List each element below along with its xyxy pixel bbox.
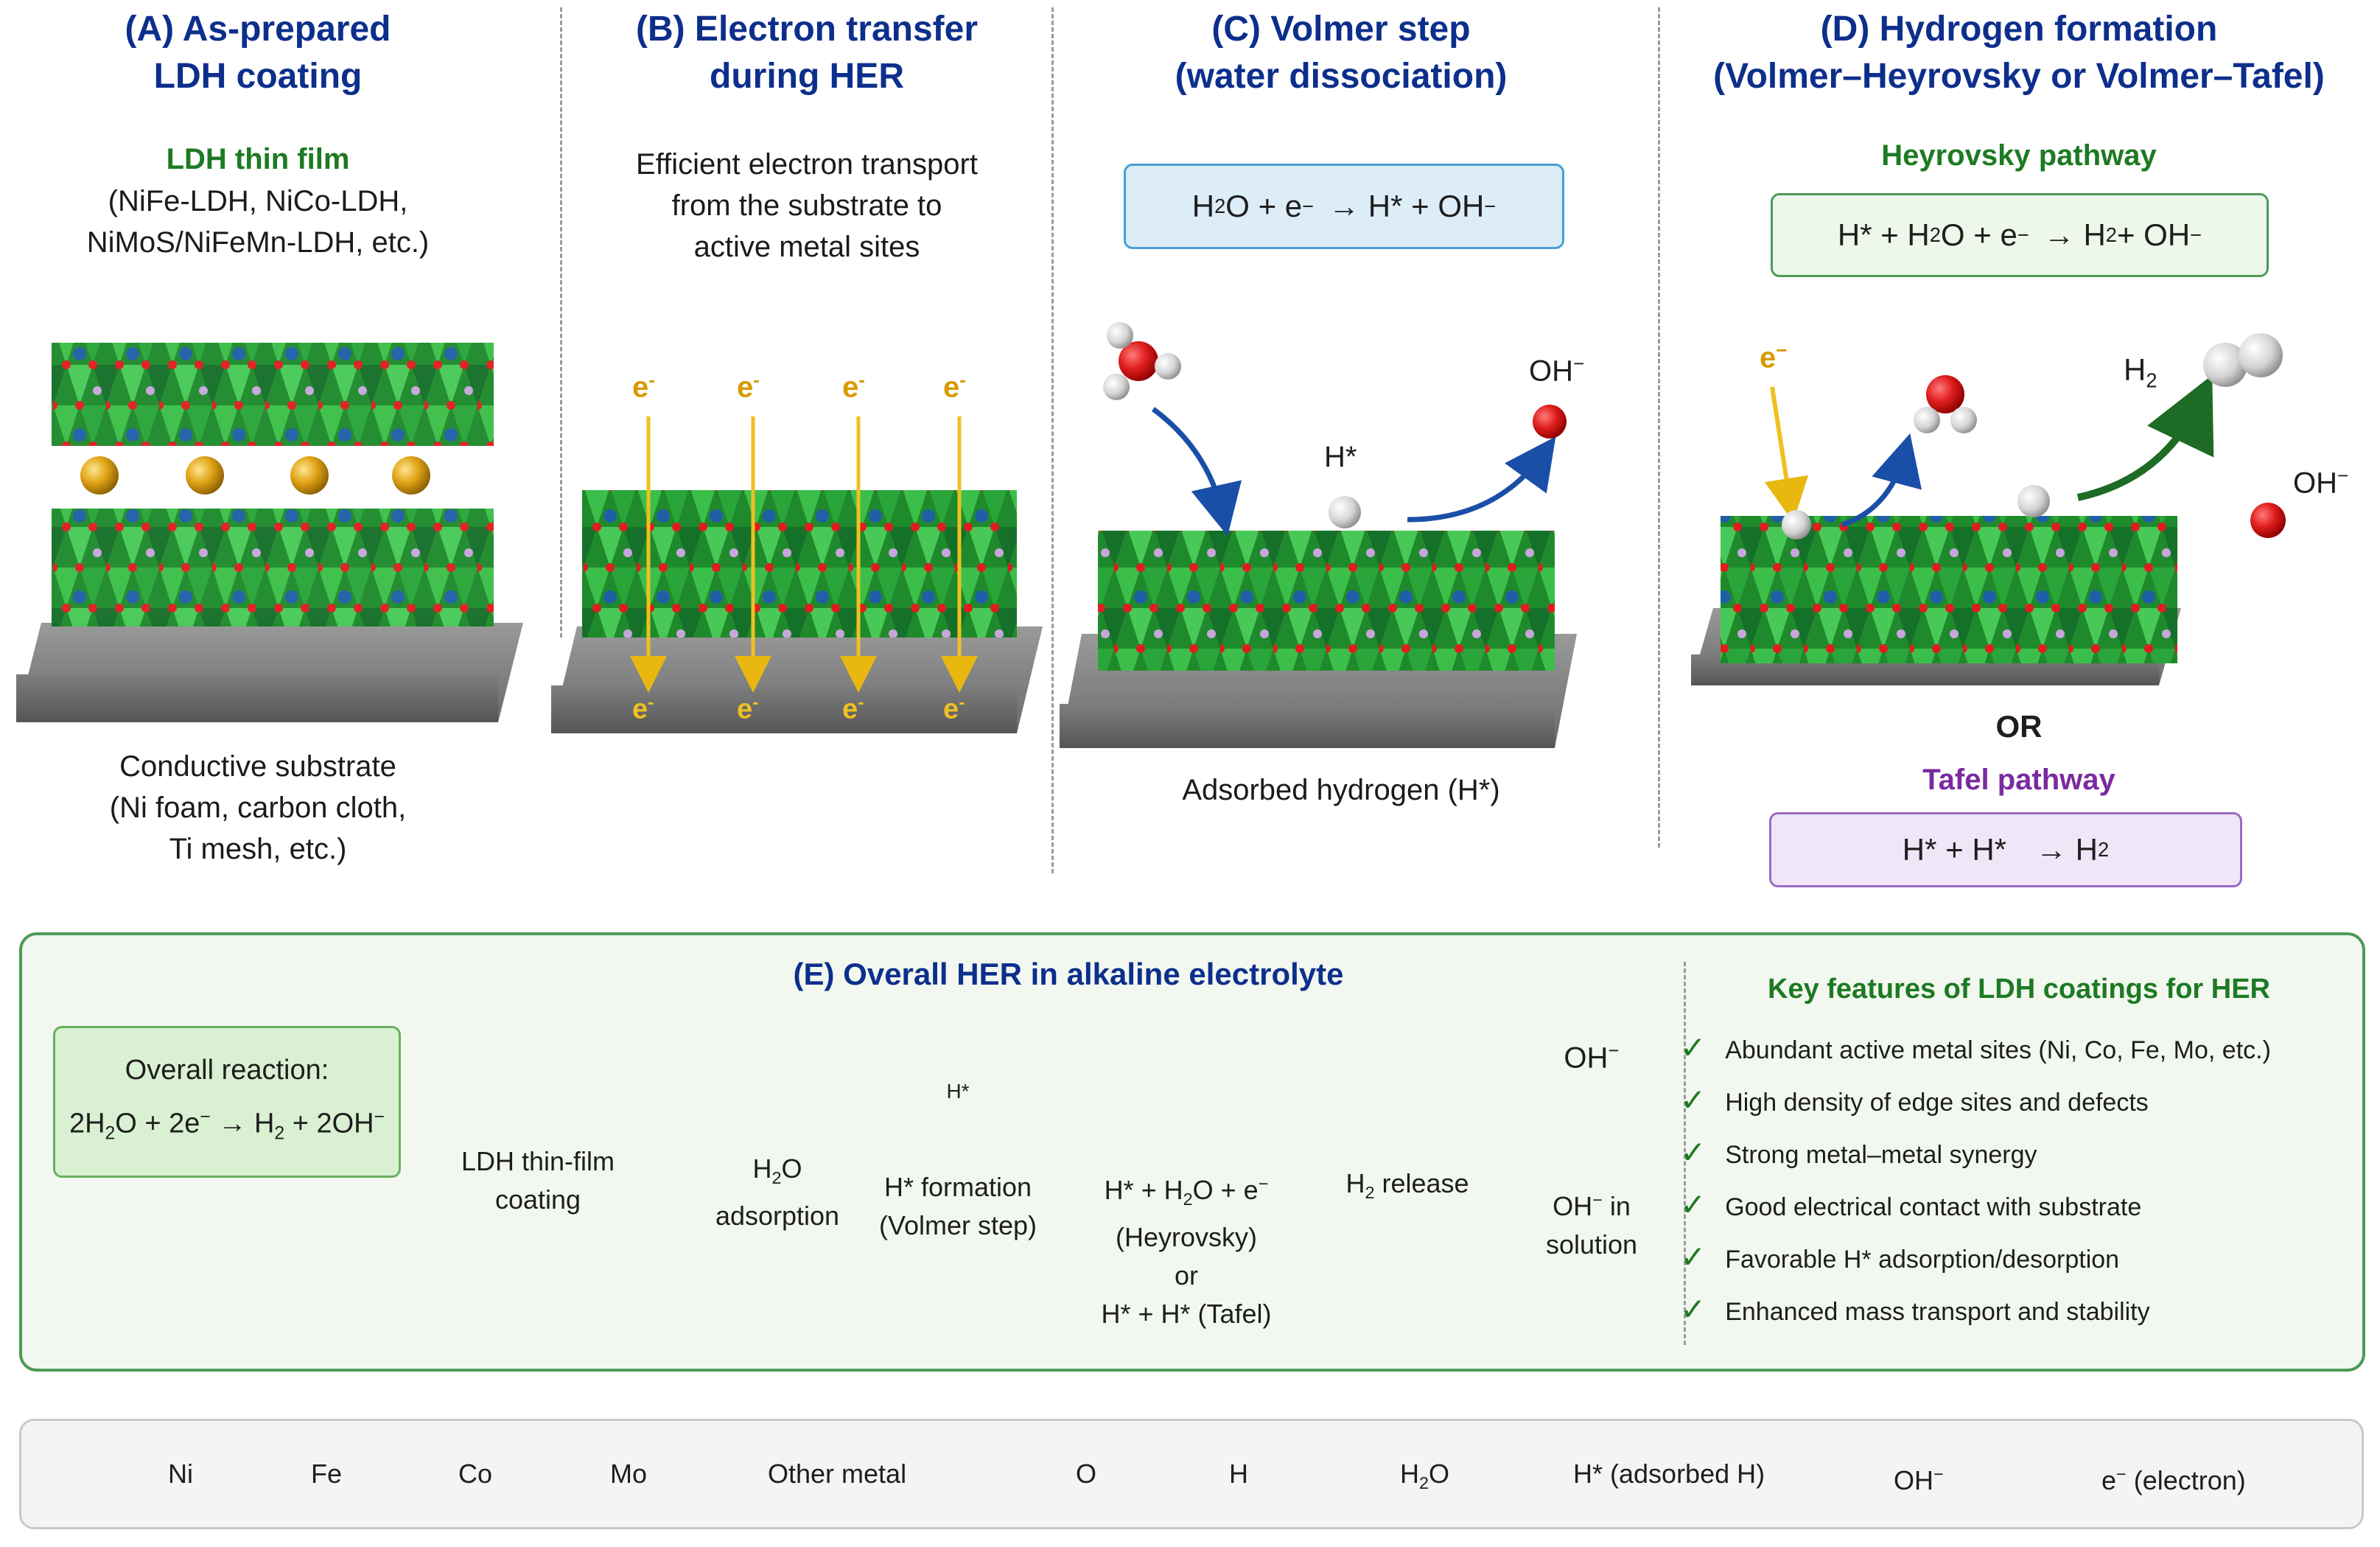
h-star-label-c: H* — [1324, 441, 1357, 473]
feature-item: ✓Strong metal–metal synergy — [1680, 1135, 2037, 1170]
hydroxide-ion-d — [2250, 503, 2286, 538]
electron-arrow-d — [1764, 386, 1809, 523]
ldh-film-label: LDH thin film — [166, 143, 350, 175]
panel-c-title: (C) Volmer step(water dissociation) — [1175, 10, 1508, 96]
panel-b-ldh-structure — [551, 416, 1043, 733]
check-icon: ✓ — [1680, 1030, 1707, 1065]
interlayer-metal-ion — [392, 456, 430, 495]
panel-a-ldh-structure — [16, 343, 523, 722]
or-label: OR — [1995, 709, 2043, 744]
interlayer-metal-ion — [186, 456, 224, 495]
substrate-label: Conductive substrate(Ni foam, carbon clo… — [109, 750, 407, 865]
h2-molecule-d — [2203, 333, 2283, 387]
check-icon: ✓ — [1680, 1240, 1707, 1274]
ldh-film-examples: (NiFe-LDH, NiCo-LDH,NiMoS/NiFeMn-LDH, et… — [86, 185, 430, 259]
check-icon: ✓ — [1680, 1292, 1707, 1327]
overall-reaction-equation: 2H2O + 2e− → H2 + 2OH− — [69, 1106, 385, 1144]
ldh-layer-b — [582, 490, 1017, 638]
interlayer-metal-ion — [290, 456, 329, 495]
legend-label-oh: OH− — [1894, 1464, 1944, 1495]
feature-item: ✓Good electrical contact with substrate — [1680, 1187, 2142, 1222]
overall-reaction-label: Overall reaction: — [125, 1054, 329, 1086]
panel-d-title: (D) Hydrogen formation(Volmer–Heyrovsky … — [1713, 10, 2325, 96]
check-icon: ✓ — [1680, 1083, 1707, 1117]
heyrovsky-pathway-label: Heyrovsky pathway — [1881, 139, 2157, 172]
panel-c-ldh-structure — [1060, 322, 1577, 748]
legend-label-h2o: H2O — [1400, 1459, 1450, 1493]
adsorbed-h-atom — [1782, 510, 1811, 539]
panel-e-title: (E) Overall HER in alkaline electrolyte — [793, 957, 1344, 991]
check-icon: ✓ — [1680, 1135, 1707, 1170]
electron-arrows-b — [630, 416, 978, 693]
legend-label-h: H — [1229, 1459, 1248, 1489]
oh-release-arrow-c — [1407, 436, 1556, 523]
step-h2-release: H2 release — [1345, 1168, 1469, 1203]
ldh-upper-layer-a — [52, 343, 494, 446]
water-molecule-d — [1914, 375, 1977, 433]
legend-box — [19, 1419, 2364, 1529]
water-molecule-c — [1103, 322, 1181, 400]
legend-label-mo: Mo — [610, 1459, 648, 1489]
adsorbed-h-atom — [1329, 496, 1361, 528]
step-h-formation: H* formation(Volmer step) — [878, 1172, 1037, 1240]
legend-label-o: O — [1076, 1459, 1097, 1489]
check-icon: ✓ — [1680, 1187, 1707, 1222]
step-h-formation-icon-label: H* — [946, 1080, 970, 1103]
divider-e-features — [1684, 962, 1686, 1345]
panel-d-ldh-structure — [1691, 333, 2286, 685]
legend-label-adsorbed-h: H* (adsorbed H) — [1573, 1459, 1765, 1489]
adsorbed-h-atom — [2017, 485, 2050, 517]
electron-label-d: e− — [1760, 339, 1788, 374]
oh-label-d: OH− — [2293, 464, 2349, 500]
step-oh-icon-label: OH− — [1564, 1039, 1620, 1075]
feature-item: ✓Enhanced mass transport and stability — [1680, 1292, 2150, 1327]
feature-item: ✓Favorable H* adsorption/desorption — [1680, 1240, 2120, 1274]
ldh-layer-d — [1721, 516, 2177, 663]
feature-item: ✓High density of edge sites and defects — [1680, 1083, 2149, 1117]
key-features-title: Key features of LDH coatings for HER — [1768, 974, 2270, 1005]
tafel-pathway-label: Tafel pathway — [1922, 764, 2115, 796]
divider-c-d — [1658, 7, 1660, 848]
adsorption-arrow-c — [1151, 407, 1242, 537]
legend-label-fe: Fe — [311, 1459, 343, 1489]
divider-a-b — [560, 7, 562, 638]
overall-her-panel — [19, 932, 2365, 1372]
legend-label-other-metal: Other metal — [768, 1459, 907, 1489]
ldh-lower-layer-a — [52, 509, 494, 626]
adsorbed-hydrogen-caption: Adsorbed hydrogen (H*) — [1182, 774, 1500, 806]
h2-label-d: H2 — [2124, 352, 2157, 392]
water-arrow-d — [1841, 433, 1922, 528]
overall-reaction-box: Overall reaction: 2H2O + 2e− → H2 + 2OH− — [53, 1026, 401, 1178]
ldh-layer-c — [1098, 531, 1555, 671]
divider-b-c — [1051, 7, 1054, 873]
legend-label-electron: e− (electron) — [2101, 1464, 2246, 1495]
legend-label-ni: Ni — [168, 1459, 193, 1489]
hydroxide-ion-c — [1533, 405, 1567, 439]
interlayer-metal-ion — [80, 456, 119, 495]
feature-item: ✓Abundant active metal sites (Ni, Co, Fe… — [1680, 1030, 2271, 1065]
oh-label-c: OH− — [1529, 352, 1585, 388]
legend-label-co: Co — [458, 1459, 493, 1489]
h2-release-arrow-d — [2076, 374, 2214, 501]
